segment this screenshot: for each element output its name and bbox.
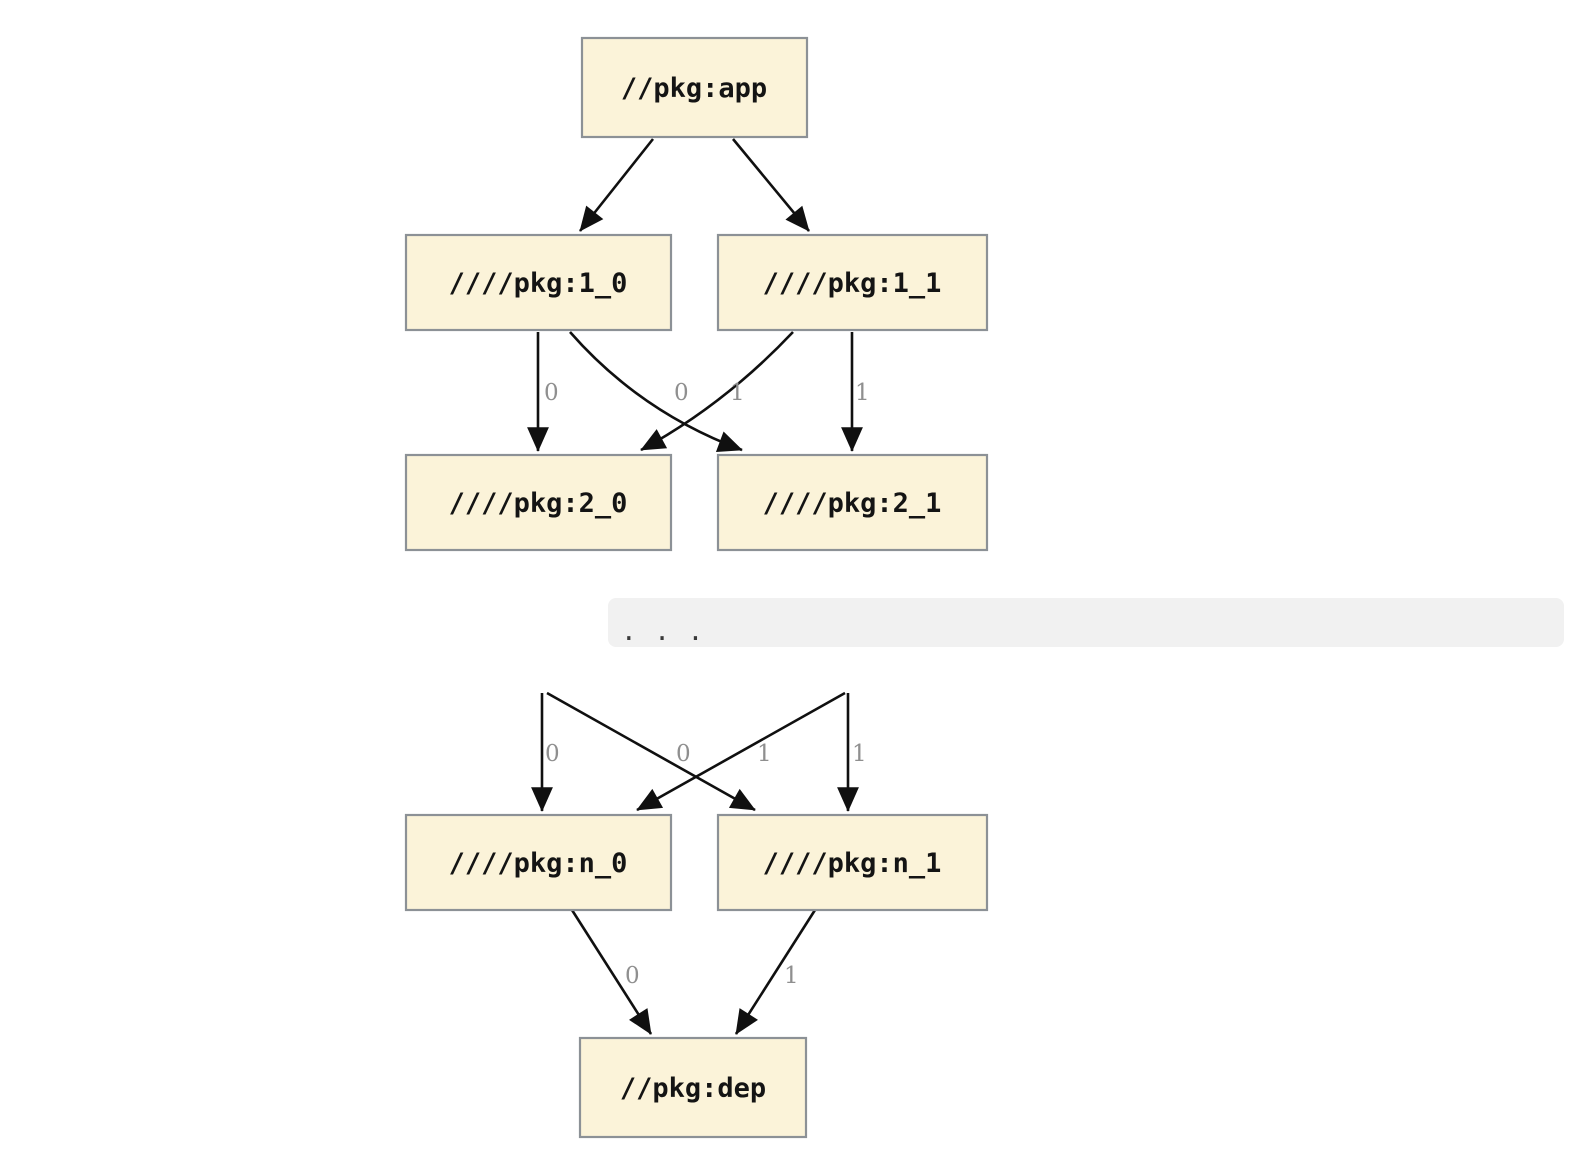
- edge-label-ellipsis-n_0-cross: 0: [676, 741, 691, 767]
- edge-label-n_0-dep: 0: [625, 963, 640, 989]
- ellipsis-text: . . .: [621, 617, 705, 647]
- node-pkg-n_1: ////pkg:n_1: [716, 813, 989, 912]
- node-pkg-1_1: ////pkg:1_1: [716, 233, 989, 332]
- edge-labels: 0 0 1 1 0 0 1 1 0 1: [544, 380, 870, 989]
- edges-top-fragment: [527, 138, 863, 452]
- node-pkg-dep-label: //pkg:dep: [620, 1073, 766, 1104]
- edge-n_1-to-dep: [734, 909, 817, 1035]
- edge-label-ellipsis-n_1: 1: [852, 741, 867, 767]
- edge-ellipsis-to-n_1-cross: [546, 691, 756, 812]
- edge-label-ellipsis-n_1-cross: 1: [757, 741, 772, 767]
- node-pkg-1_1-label: ////pkg:1_1: [763, 268, 942, 299]
- node-pkg-app: //pkg:app: [580, 36, 809, 139]
- edge-1_0-to-2_1: [569, 331, 743, 452]
- edge-ellipsis-to-n_0-cross: [636, 691, 846, 812]
- edge-label-1_1-2_1: 1: [855, 380, 870, 406]
- node-pkg-1_0: ////pkg:1_0: [404, 233, 673, 332]
- node-pkg-2_1-label: ////pkg:2_1: [763, 488, 942, 519]
- node-pkg-n_1-label: ////pkg:n_1: [763, 848, 942, 879]
- edge-label-ellipsis-n_0: 0: [545, 741, 560, 767]
- edge-label-1_0-2_0: 0: [544, 380, 559, 406]
- node-pkg-n_0-label: ////pkg:n_0: [449, 848, 628, 879]
- node-pkg-n_0: ////pkg:n_0: [404, 813, 673, 912]
- edge-label-1_1-2_0: 0: [674, 380, 689, 406]
- node-pkg-2_0-label: ////pkg:2_0: [449, 488, 628, 519]
- edge-n_0-to-dep: [570, 909, 653, 1035]
- node-pkg-app-label: //pkg:app: [621, 73, 767, 104]
- edge-label-1_0-2_1: 1: [730, 380, 745, 406]
- edge-label-n_1-dep: 1: [784, 963, 799, 989]
- node-pkg-dep: //pkg:dep: [578, 1036, 808, 1139]
- edge-app-to-1_0: [578, 138, 655, 232]
- edges-bottom-fragment: [531, 691, 859, 1035]
- node-pkg-2_1: ////pkg:2_1: [716, 453, 989, 552]
- edge-app-to-1_1: [731, 138, 811, 232]
- node-pkg-1_0-label: ////pkg:1_0: [449, 268, 628, 299]
- node-pkg-2_0: ////pkg:2_0: [404, 453, 673, 552]
- ellipsis-band: . . .: [608, 598, 1564, 647]
- edge-1_1-to-2_0: [640, 331, 794, 452]
